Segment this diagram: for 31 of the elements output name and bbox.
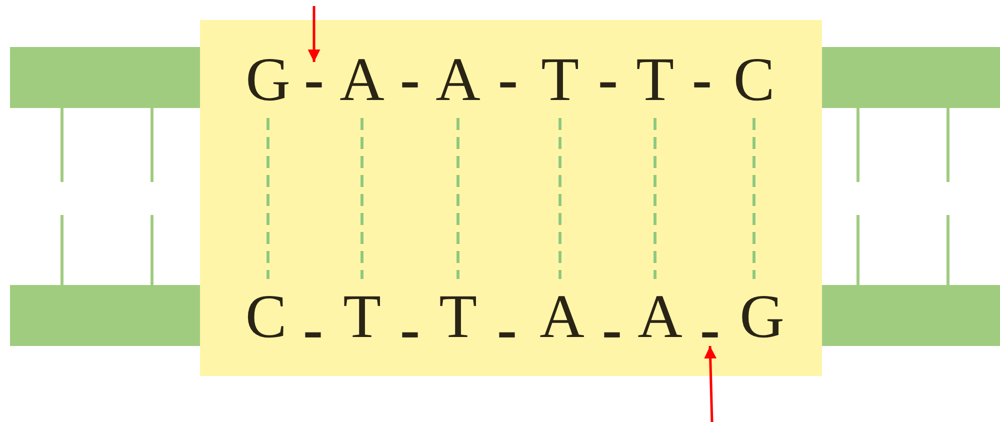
bond-dash: -	[690, 62, 714, 96]
base-letter: T	[628, 45, 682, 115]
base-letter: A	[431, 45, 485, 115]
bond-dash: -	[398, 62, 422, 96]
base-pair-line	[360, 118, 364, 279]
base-letter: C	[727, 45, 781, 115]
base-letter: T	[335, 282, 389, 352]
bond-dash: -	[596, 62, 620, 96]
base-letter: C	[239, 282, 293, 352]
base-letter: T	[431, 282, 485, 352]
cut-site-arrow	[704, 346, 717, 422]
highlight-box	[200, 20, 822, 376]
bond-dash: -	[600, 312, 624, 346]
base-letter: A	[335, 45, 389, 115]
base-letter: A	[633, 282, 687, 352]
bond-dash: -	[496, 62, 520, 96]
base-letter: G	[241, 45, 295, 115]
bond-dash: -	[698, 312, 722, 346]
base-pair-line	[654, 118, 656, 279]
base-pair-line	[752, 118, 756, 279]
bond-dash: -	[302, 62, 326, 96]
base-pair-line	[266, 118, 270, 279]
base-pair-line	[456, 118, 460, 279]
bond-dash: -	[495, 312, 519, 346]
bond-dash: -	[301, 312, 325, 346]
bond-dash: -	[398, 312, 422, 346]
base-letter: G	[735, 282, 789, 352]
base-letter: A	[535, 282, 589, 352]
cut-site-arrow	[308, 6, 320, 62]
base-letter: T	[533, 45, 587, 115]
base-pair-line	[558, 118, 562, 279]
